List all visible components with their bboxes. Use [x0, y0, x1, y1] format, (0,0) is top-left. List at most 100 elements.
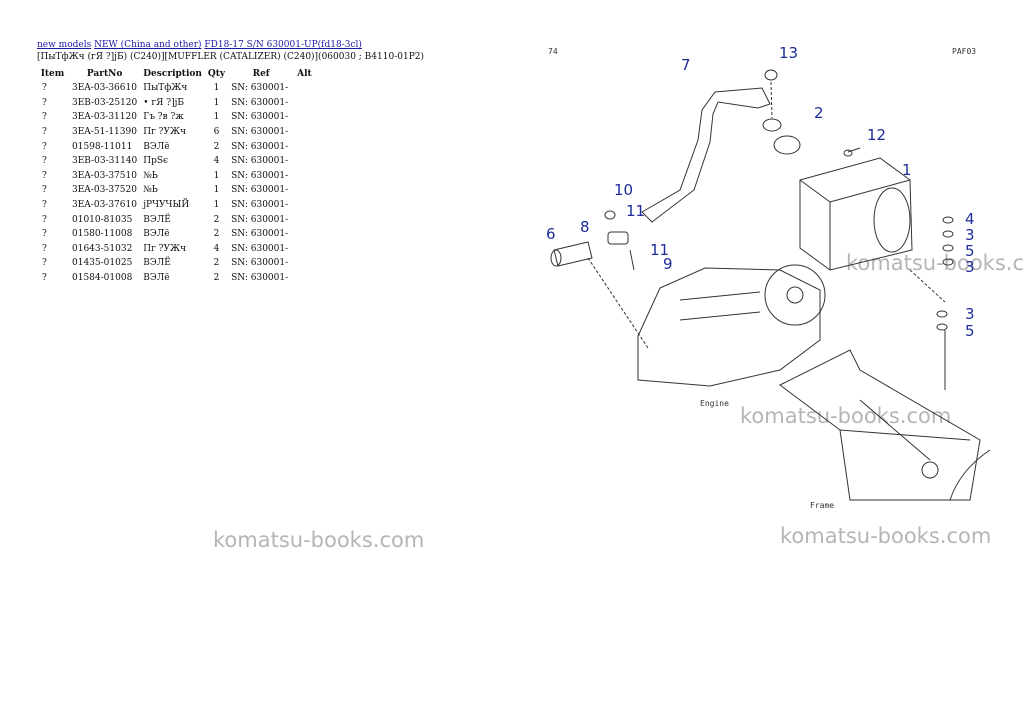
callout-2: 2: [814, 104, 824, 122]
tail-pipe: [553, 241, 593, 267]
cell-qty: 1: [213, 200, 220, 211]
cell-alt: [294, 125, 315, 140]
cell-alt: [294, 154, 315, 169]
callout-7: 7: [681, 56, 691, 74]
nut: [764, 69, 778, 81]
cell-item: ?: [42, 156, 47, 167]
cell-alt: [294, 271, 315, 286]
cell-alt: [294, 139, 315, 154]
cell-alt: [294, 169, 315, 184]
cell-qty: 2: [213, 229, 220, 240]
cell-item: ?: [42, 214, 47, 225]
cell-partno: 3EA-03-31120: [72, 112, 137, 123]
cell-item: ?: [42, 127, 47, 138]
cell-description: №Ь: [143, 170, 158, 181]
cell-qty: 6: [213, 127, 220, 138]
cell-alt: [294, 212, 315, 227]
table-row: ? 01010-81035 ВЭЛЁ 2 SN: 630001-: [36, 212, 315, 227]
cell-item: ?: [42, 83, 47, 94]
cell-item: ?: [42, 273, 47, 284]
cell-ref: SN: 630001-: [231, 127, 289, 138]
cell-ref: SN: 630001-: [231, 214, 289, 225]
gasket: [773, 135, 801, 155]
cell-qty: 4: [213, 156, 220, 167]
cell-description: ПыТфЖч: [143, 83, 188, 94]
cell-partno: 3EA-03-36610: [72, 83, 137, 94]
page-title: [ПыТфЖч (гЯ ?]jБ) (C240)][MUFFLER (CATAL…: [37, 52, 424, 62]
cell-ref: SN: 630001-: [231, 112, 289, 123]
cell-alt: [294, 96, 315, 111]
cell-qty: 1: [213, 170, 220, 181]
cell-alt: [294, 198, 315, 213]
cell-qty: 2: [213, 214, 220, 225]
cell-qty: 1: [213, 185, 220, 196]
cell-alt: [294, 227, 315, 242]
callout-9: 9: [663, 255, 673, 273]
cell-alt: [294, 110, 315, 125]
parts-table: Item PartNo Description Qty Ref Alt ? 3EA…: [36, 66, 315, 285]
cell-qty: 2: [213, 141, 220, 152]
cell-partno: 01435-01025: [72, 258, 133, 269]
cell-ref: SN: 630001-: [231, 97, 289, 108]
cell-qty: 2: [213, 258, 220, 269]
cell-description: ВЭЛё: [143, 229, 170, 240]
col-header-partno: PartNo: [86, 68, 123, 79]
breadcrumb: new models NEW (China and other) FD18-17…: [37, 40, 362, 50]
callout-4: 4: [965, 210, 975, 228]
callout-11b: 11: [650, 241, 669, 259]
breadcrumb-link-new-china[interactable]: NEW (China and other): [94, 40, 202, 50]
col-header-ref: Ref: [252, 68, 270, 79]
callout-5: 5: [965, 242, 975, 260]
cell-qty: 4: [213, 243, 220, 254]
table-header-row: Item PartNo Description Qty Ref Alt: [36, 66, 315, 81]
breadcrumb-link-new-models[interactable]: new models: [37, 40, 92, 50]
cell-qty: 1: [213, 83, 220, 94]
cell-description: Пг ?УЖч: [143, 243, 187, 254]
cell-item: ?: [42, 258, 47, 269]
cell-partno: 3EA-03-37520: [72, 185, 137, 196]
cell-description: • гЯ ?]jБ: [143, 97, 185, 108]
watermark: komatsu-books.com: [213, 528, 425, 552]
page-code: PAF03: [952, 47, 976, 56]
col-header-qty: Qty: [207, 68, 226, 79]
col-header-alt: Alt: [297, 68, 312, 79]
exhaust-pipe: [641, 87, 771, 223]
cell-ref: SN: 630001-: [231, 170, 289, 181]
callout-3c: 3: [965, 305, 975, 323]
cell-partno: 3EA-51-11390: [72, 127, 137, 138]
breadcrumb-link-model[interactable]: FD18-17 S/N 630001-UP(fd18-3cl): [204, 40, 362, 50]
cell-item: ?: [42, 141, 47, 152]
cell-partno: 3EB-03-25120: [72, 97, 138, 108]
corner-mark: 74: [548, 47, 558, 56]
table-row: ? 3EA-03-36610 ПыТфЖч 1 SN: 630001-: [36, 81, 315, 96]
muffler-body: [799, 157, 913, 271]
cell-ref: SN: 630001-: [231, 243, 289, 254]
cell-ref: SN: 630001-: [231, 200, 289, 211]
cell-description: Гъ ?в ?ж: [143, 112, 184, 123]
cell-description: ВЭЛЁ: [143, 258, 171, 269]
col-header-item: Item: [40, 68, 65, 79]
cell-description: ВЭЛЁ: [143, 214, 171, 225]
cell-partno: 01010-81035: [72, 214, 133, 225]
cell-item: ?: [42, 170, 47, 181]
cell-qty: 1: [213, 97, 220, 108]
cell-item: ?: [42, 185, 47, 196]
callout-12: 12: [867, 126, 886, 144]
callout-1: 1: [902, 161, 912, 179]
watermark: komatsu-books.com: [846, 251, 1024, 275]
cell-ref: SN: 630001-: [231, 83, 289, 94]
cell-partno: 01580-11008: [72, 229, 133, 240]
engine-block: [637, 267, 821, 387]
cell-qty: 2: [213, 273, 220, 284]
cell-partno: 01643-51032: [72, 243, 133, 254]
cell-description: ВЭЛё: [143, 141, 170, 152]
frame: [779, 349, 981, 501]
